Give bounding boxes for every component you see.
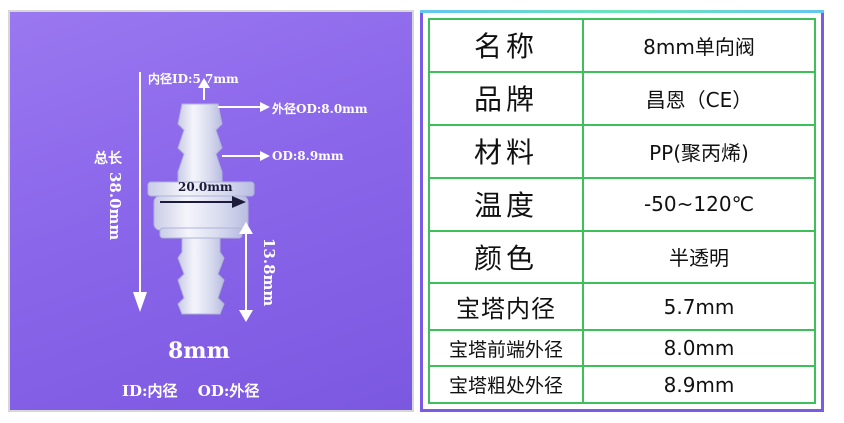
table-row: 名称 8mm单向阀 bbox=[428, 18, 816, 73]
spec-key: 名称 bbox=[428, 18, 584, 73]
size-label: 8mm bbox=[168, 338, 230, 364]
spec-key: 颜色 bbox=[428, 229, 584, 285]
table-row: 颜色 半透明 bbox=[428, 229, 816, 285]
od-label: OD:8.9mm bbox=[272, 149, 344, 163]
spec-value: 8.9mm bbox=[582, 365, 816, 404]
body-width-label: 20.0mm bbox=[178, 180, 233, 194]
spec-value: PP(聚丙烯) bbox=[582, 123, 816, 179]
table-row: 品牌 昌恩（CE） bbox=[428, 70, 816, 126]
table-row: 宝塔内径 5.7mm bbox=[428, 282, 816, 331]
total-length-title: 总长 bbox=[94, 151, 122, 167]
table-row: 材料 PP(聚丙烯) bbox=[428, 123, 816, 179]
inner-diameter-label: 内径ID:5.7mm bbox=[148, 72, 239, 86]
product-image-panel: 内径ID:5.7mm 外径OD:8.0mm OD:8.9mm 20.0mm 总长… bbox=[8, 10, 414, 412]
spec-value: -50~120℃ bbox=[582, 176, 816, 232]
spec-table: 名称 8mm单向阀 品牌 昌恩（CE） 材料 PP(聚丙烯) 温度 -50~12… bbox=[428, 18, 816, 404]
spec-table-panel: 名称 8mm单向阀 品牌 昌恩（CE） 材料 PP(聚丙烯) 温度 -50~12… bbox=[420, 10, 824, 412]
table-row: 温度 -50~120℃ bbox=[428, 176, 816, 232]
table-row: 宝塔粗处外径 8.9mm bbox=[428, 365, 816, 404]
spec-value: 8mm单向阀 bbox=[582, 18, 816, 73]
check-valve-drawing bbox=[133, 72, 270, 322]
upper-barb bbox=[177, 103, 223, 185]
spec-value: 5.7mm bbox=[582, 282, 816, 331]
spec-key: 材料 bbox=[428, 123, 584, 179]
spec-key: 宝塔粗处外径 bbox=[428, 365, 584, 404]
table-row: 宝塔前端外径 8.0mm bbox=[428, 328, 816, 368]
legend-label: ID:内径 OD:外径 bbox=[122, 382, 260, 400]
spec-key: 宝塔内径 bbox=[428, 282, 584, 331]
spec-value: 昌恩（CE） bbox=[582, 70, 816, 126]
total-length-label: 38.0mm bbox=[106, 172, 124, 241]
lower-barb bbox=[177, 237, 225, 315]
spec-value: 半透明 bbox=[582, 229, 816, 285]
spec-key: 宝塔前端外径 bbox=[428, 328, 584, 368]
spec-key: 品牌 bbox=[428, 70, 584, 126]
spec-key: 温度 bbox=[428, 176, 584, 232]
lower-length-label: 13.8mm bbox=[260, 238, 278, 307]
spec-value: 8.0mm bbox=[582, 328, 816, 368]
outer-diameter-label: 外径OD:8.0mm bbox=[272, 102, 368, 116]
